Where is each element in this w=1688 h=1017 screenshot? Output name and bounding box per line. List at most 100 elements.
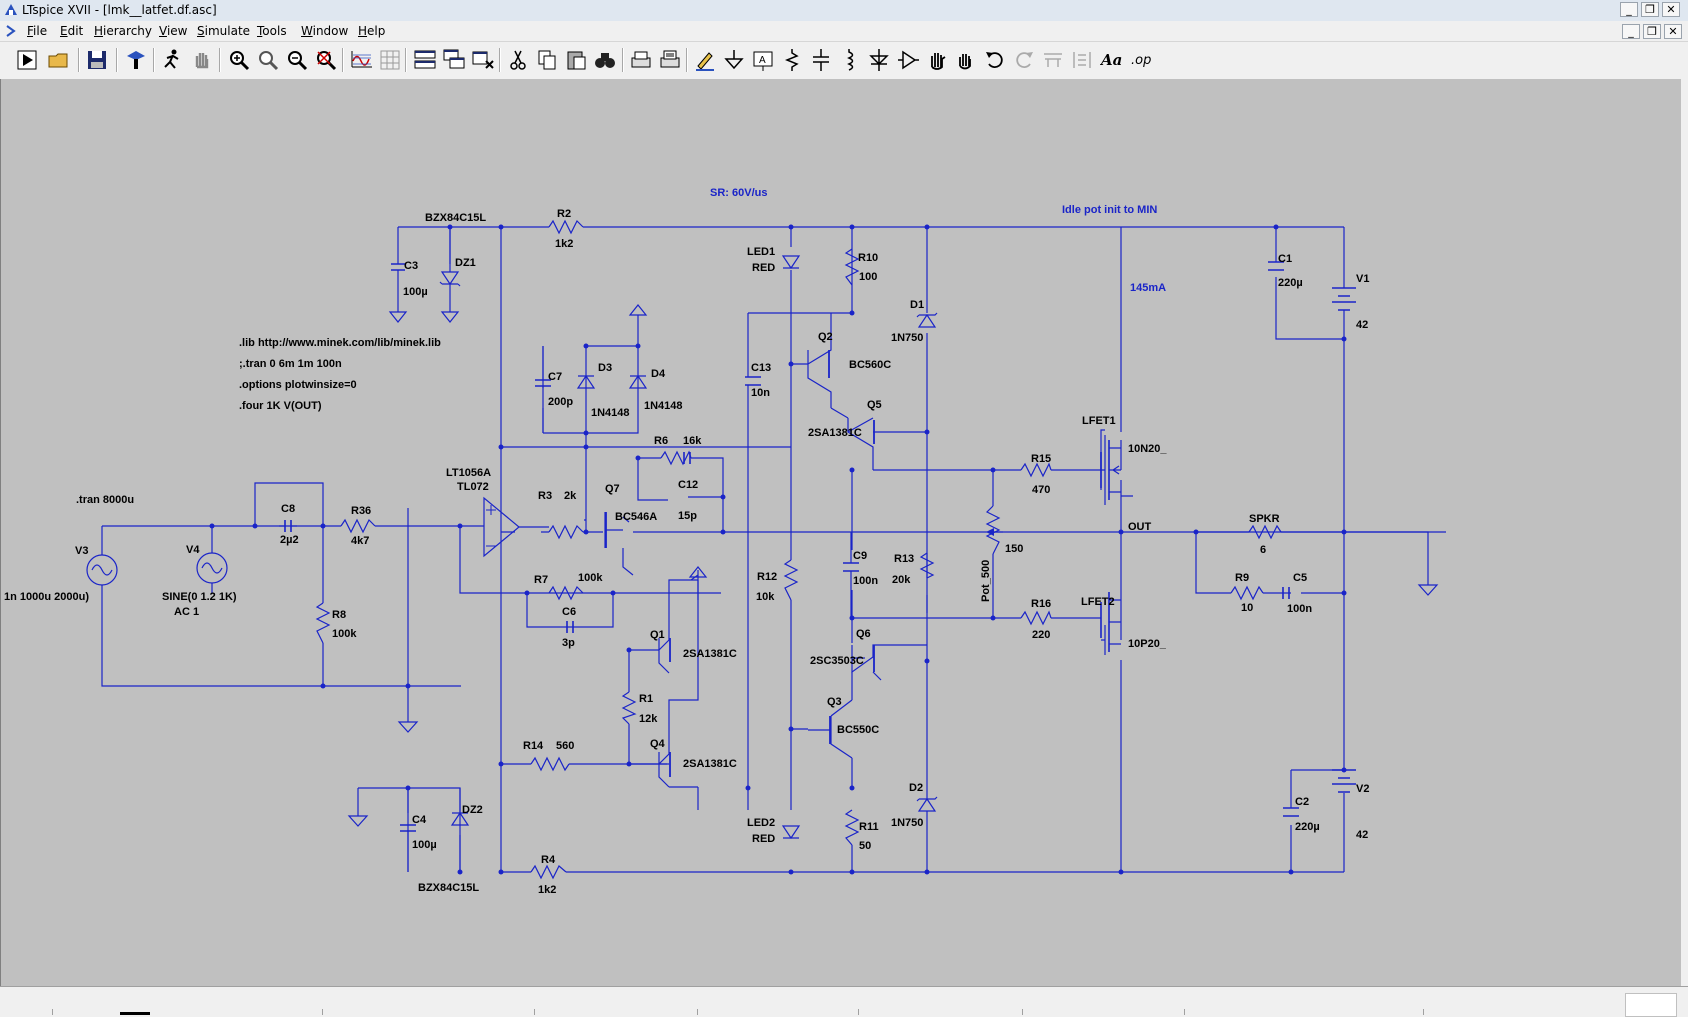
print-icon[interactable] bbox=[628, 47, 654, 73]
v1-battery[interactable] bbox=[1332, 287, 1356, 311]
close-button[interactable]: ✕ bbox=[1662, 2, 1680, 17]
c4-capacitor[interactable] bbox=[400, 824, 416, 832]
r1-resistor[interactable] bbox=[621, 691, 637, 725]
doc-restore-button[interactable]: ❐ bbox=[1643, 24, 1661, 39]
led2-diode[interactable] bbox=[781, 825, 801, 840]
menu-window[interactable]: Window bbox=[301, 24, 349, 38]
minimize-button[interactable]: _ bbox=[1620, 2, 1638, 17]
component-icon[interactable] bbox=[895, 47, 921, 73]
paste-icon[interactable] bbox=[563, 47, 589, 73]
mirror-icon[interactable] bbox=[1069, 47, 1095, 73]
cascade-icon[interactable] bbox=[441, 47, 467, 73]
r13-resistor[interactable] bbox=[919, 552, 935, 579]
waveform-grid-icon[interactable] bbox=[377, 47, 403, 73]
schematic-canvas[interactable]: SR: 60V/us Idle pot init to MIN 145mA BZ… bbox=[0, 79, 1681, 986]
zoom-in-icon[interactable] bbox=[226, 47, 252, 73]
redo-icon[interactable] bbox=[1011, 47, 1037, 73]
menu-tools[interactable]: Tools bbox=[257, 24, 287, 38]
r6-resistor[interactable] bbox=[660, 450, 692, 466]
open-folder-icon[interactable] bbox=[46, 47, 72, 73]
ground-icon[interactable] bbox=[721, 47, 747, 73]
menu-simulate[interactable]: Simulate bbox=[197, 24, 251, 38]
r2-resistor[interactable] bbox=[548, 219, 584, 235]
restore-button[interactable]: ❐ bbox=[1641, 2, 1659, 17]
d4-diode[interactable] bbox=[628, 374, 648, 389]
c5-capacitor[interactable] bbox=[1282, 587, 1290, 599]
run-man-icon[interactable] bbox=[159, 47, 185, 73]
find-icon[interactable] bbox=[592, 47, 618, 73]
capacitor-icon[interactable] bbox=[808, 47, 834, 73]
r11-resistor[interactable] bbox=[844, 809, 860, 846]
schematic-drawing[interactable]: SR: 60V/us Idle pot init to MIN 145mA BZ… bbox=[1, 79, 1681, 986]
r7-resistor[interactable] bbox=[548, 585, 584, 601]
r15-resistor[interactable] bbox=[1020, 462, 1052, 478]
control-panel-icon[interactable] bbox=[123, 47, 149, 73]
r8-resistor[interactable] bbox=[315, 602, 331, 644]
wire-pencil-icon[interactable] bbox=[692, 47, 718, 73]
r10-resistor[interactable] bbox=[844, 248, 860, 286]
v3-source[interactable] bbox=[86, 554, 118, 586]
d1-diode[interactable] bbox=[916, 312, 938, 328]
tile-horizontal-icon[interactable] bbox=[412, 47, 438, 73]
save-icon[interactable] bbox=[84, 47, 110, 73]
spice-directive-button[interactable]: .op bbox=[1129, 47, 1155, 73]
v2-battery[interactable] bbox=[1332, 769, 1356, 793]
opamp-symbol[interactable] bbox=[483, 496, 520, 558]
dz1-diode[interactable] bbox=[439, 271, 461, 287]
move-hand-icon[interactable] bbox=[924, 47, 950, 73]
r16-resistor[interactable] bbox=[1020, 610, 1052, 626]
r14-value-label: 560 bbox=[556, 740, 574, 752]
pan-icon[interactable] bbox=[255, 47, 281, 73]
d2-diode[interactable] bbox=[916, 796, 938, 812]
menu-hierarchy[interactable]: Hierarchy bbox=[94, 24, 153, 38]
waveform-icon[interactable] bbox=[349, 47, 375, 73]
ground-dz1 bbox=[440, 311, 460, 323]
r12-resistor[interactable] bbox=[783, 559, 799, 601]
r14-resistor[interactable] bbox=[530, 756, 570, 772]
d3-diode[interactable] bbox=[576, 374, 596, 389]
net-label-icon[interactable]: A bbox=[750, 47, 776, 73]
document-icon[interactable] bbox=[4, 24, 18, 38]
r4-resistor[interactable] bbox=[530, 864, 567, 880]
doc-close-button[interactable]: ✕ bbox=[1664, 24, 1682, 39]
drag-hand-icon[interactable] bbox=[953, 47, 979, 73]
schematic-labels: SR: 60V/us Idle pot init to MIN 145mA BZ… bbox=[4, 187, 1369, 896]
copy-icon[interactable] bbox=[534, 47, 560, 73]
undo-icon[interactable] bbox=[982, 47, 1008, 73]
c6-capacitor[interactable] bbox=[566, 621, 574, 633]
menu-view[interactable]: View bbox=[159, 24, 188, 38]
diode-icon[interactable] bbox=[866, 47, 892, 73]
c3-capacitor[interactable] bbox=[391, 263, 405, 271]
zoom-out-icon[interactable] bbox=[284, 47, 310, 73]
resistor-icon[interactable] bbox=[779, 47, 805, 73]
c9-capacitor[interactable] bbox=[843, 562, 859, 572]
menu-help[interactable]: Help bbox=[358, 24, 386, 38]
inductor-icon[interactable] bbox=[837, 47, 863, 73]
c7-value-label: 200p bbox=[548, 396, 573, 408]
close-window-icon[interactable] bbox=[470, 47, 496, 73]
dz2-diode[interactable] bbox=[450, 811, 470, 826]
spkr-resistor[interactable] bbox=[1248, 524, 1282, 540]
ground-output bbox=[1417, 575, 1439, 596]
r36-resistor[interactable] bbox=[340, 518, 376, 534]
menu-edit[interactable]: Edit bbox=[60, 24, 84, 38]
led1-diode[interactable] bbox=[781, 255, 801, 270]
zoom-fit-icon[interactable] bbox=[313, 47, 339, 73]
r3-resistor[interactable] bbox=[548, 524, 584, 540]
cut-icon[interactable] bbox=[505, 47, 531, 73]
c13-capacitor[interactable] bbox=[745, 376, 761, 386]
run-icon[interactable] bbox=[14, 47, 40, 73]
menu-file[interactable]: File bbox=[27, 24, 48, 38]
doc-minimize-button[interactable]: _ bbox=[1622, 24, 1640, 39]
c12-capacitor[interactable] bbox=[683, 452, 691, 464]
c3-value-label: 100µ bbox=[403, 286, 428, 298]
vertical-scrollbar[interactable] bbox=[1680, 79, 1688, 986]
rotate-icon[interactable] bbox=[1040, 47, 1066, 73]
text-button[interactable]: Aa bbox=[1100, 47, 1126, 73]
pot-resistor[interactable] bbox=[985, 505, 1001, 555]
r9-resistor[interactable] bbox=[1230, 585, 1264, 601]
halt-hand-icon[interactable] bbox=[189, 47, 215, 73]
c1-capacitor[interactable] bbox=[1268, 261, 1284, 271]
print-setup-icon[interactable] bbox=[657, 47, 683, 73]
c2-capacitor[interactable] bbox=[1283, 807, 1299, 817]
